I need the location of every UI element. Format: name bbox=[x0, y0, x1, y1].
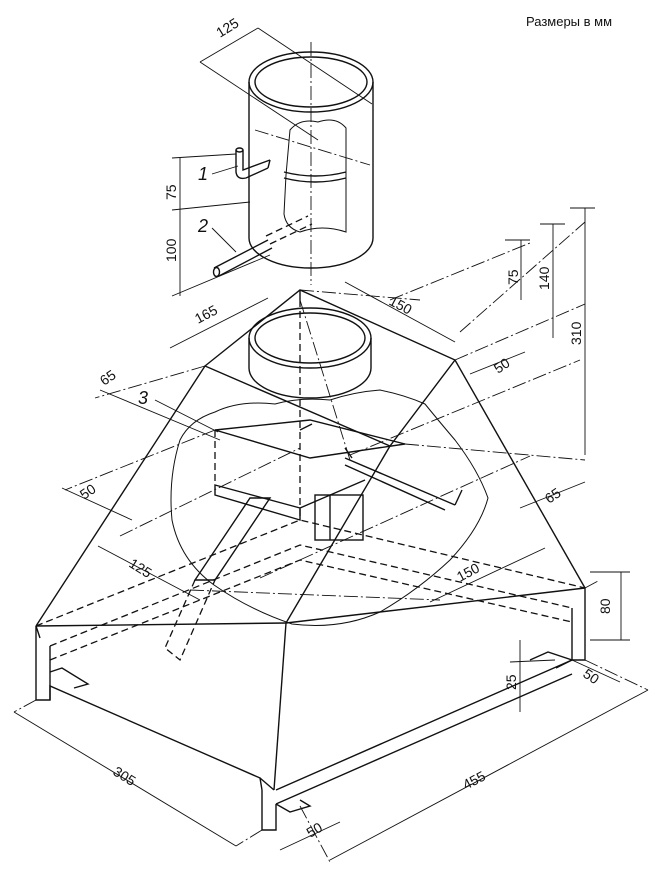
dim-h75: 75 bbox=[505, 269, 521, 285]
callout-3: 3 bbox=[138, 388, 148, 408]
pipe-1 bbox=[235, 147, 271, 180]
dimension-labels: 125 75 100 165 150 75 140 310 65 50 50 6… bbox=[77, 14, 613, 840]
dim-base-width455: 455 bbox=[460, 767, 488, 792]
dim-h140: 140 bbox=[536, 266, 552, 290]
callout-leaders bbox=[154, 165, 239, 433]
dim-base-height80: 80 bbox=[597, 598, 613, 614]
dim-offset65-left: 65 bbox=[97, 366, 119, 388]
callout-2: 2 bbox=[197, 216, 208, 236]
cutaway-boundary bbox=[170, 389, 489, 626]
dim-inner125: 125 bbox=[126, 555, 154, 581]
dim-can-diameter: 125 bbox=[213, 14, 241, 40]
cylinder-can bbox=[248, 42, 374, 285]
dim-foot-height25: 25 bbox=[503, 674, 519, 690]
dim-offset50-left: 50 bbox=[77, 480, 99, 502]
collar bbox=[248, 307, 372, 399]
dim-collar-width: 150 bbox=[387, 293, 415, 318]
base-box bbox=[35, 544, 586, 831]
units-caption: Размеры в мм bbox=[526, 14, 613, 29]
dim-pipe1-height: 75 bbox=[163, 184, 179, 200]
pipe-2 bbox=[212, 215, 313, 278]
dim-inner150: 150 bbox=[454, 559, 482, 584]
projection-lines bbox=[13, 221, 649, 863]
hood-body bbox=[35, 289, 586, 791]
dim-foot50-right: 50 bbox=[580, 665, 602, 687]
dim-pipe2-height: 100 bbox=[163, 238, 179, 262]
callout-1: 1 bbox=[198, 164, 208, 184]
callout-labels: 1 2 3 bbox=[138, 164, 208, 408]
dim-h310: 310 bbox=[568, 321, 584, 345]
dim-foot50-front: 50 bbox=[304, 819, 326, 841]
dim-offset50-right: 50 bbox=[491, 354, 513, 376]
dim-collar-depth: 165 bbox=[192, 301, 220, 326]
dim-offset65-right: 65 bbox=[542, 484, 564, 506]
dimension-lines bbox=[13, 27, 649, 861]
